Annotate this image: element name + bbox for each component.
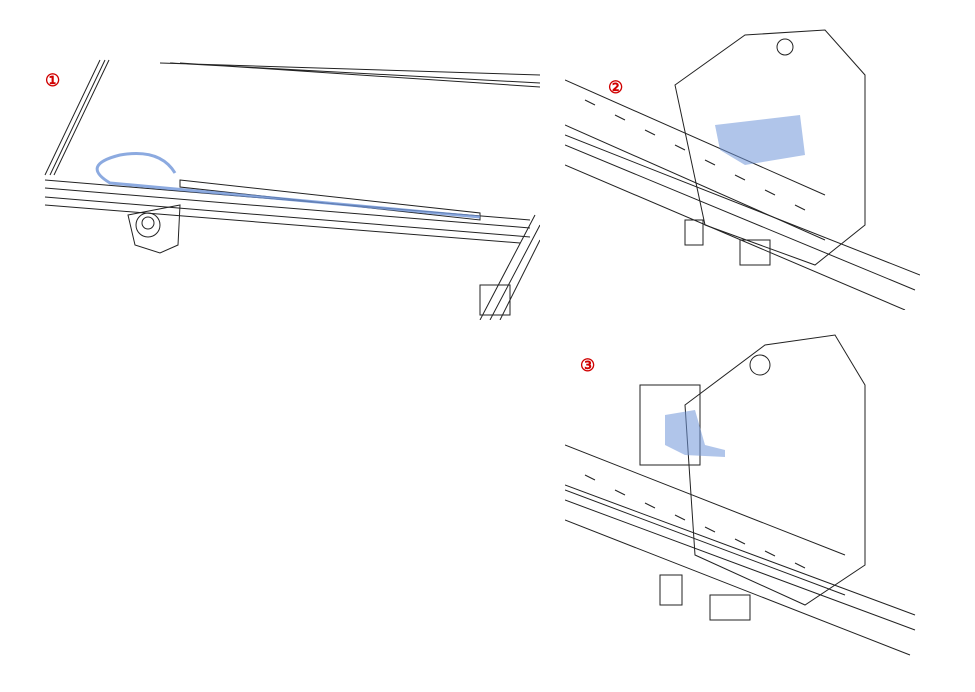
mount-bracket-highlight <box>665 410 725 457</box>
chain-link-pattern <box>584 474 806 569</box>
step-1-marker: ① <box>45 71 61 90</box>
step-2-panel: ② <box>565 25 920 310</box>
chain-link-pattern <box>584 99 806 211</box>
printer-frame-overview-illustration <box>44 59 540 320</box>
step-1-panel: ① <box>40 55 540 320</box>
mount-bracket-highlight <box>715 115 805 165</box>
step-2-marker: ② <box>608 78 624 97</box>
step-3-panel: ③ <box>565 325 920 665</box>
bracket-attachment-illustration <box>565 334 916 656</box>
cable-chain-highlight <box>95 151 481 219</box>
step-3-marker: ③ <box>580 356 596 375</box>
cable-chain-closeup-illustration <box>565 29 920 310</box>
